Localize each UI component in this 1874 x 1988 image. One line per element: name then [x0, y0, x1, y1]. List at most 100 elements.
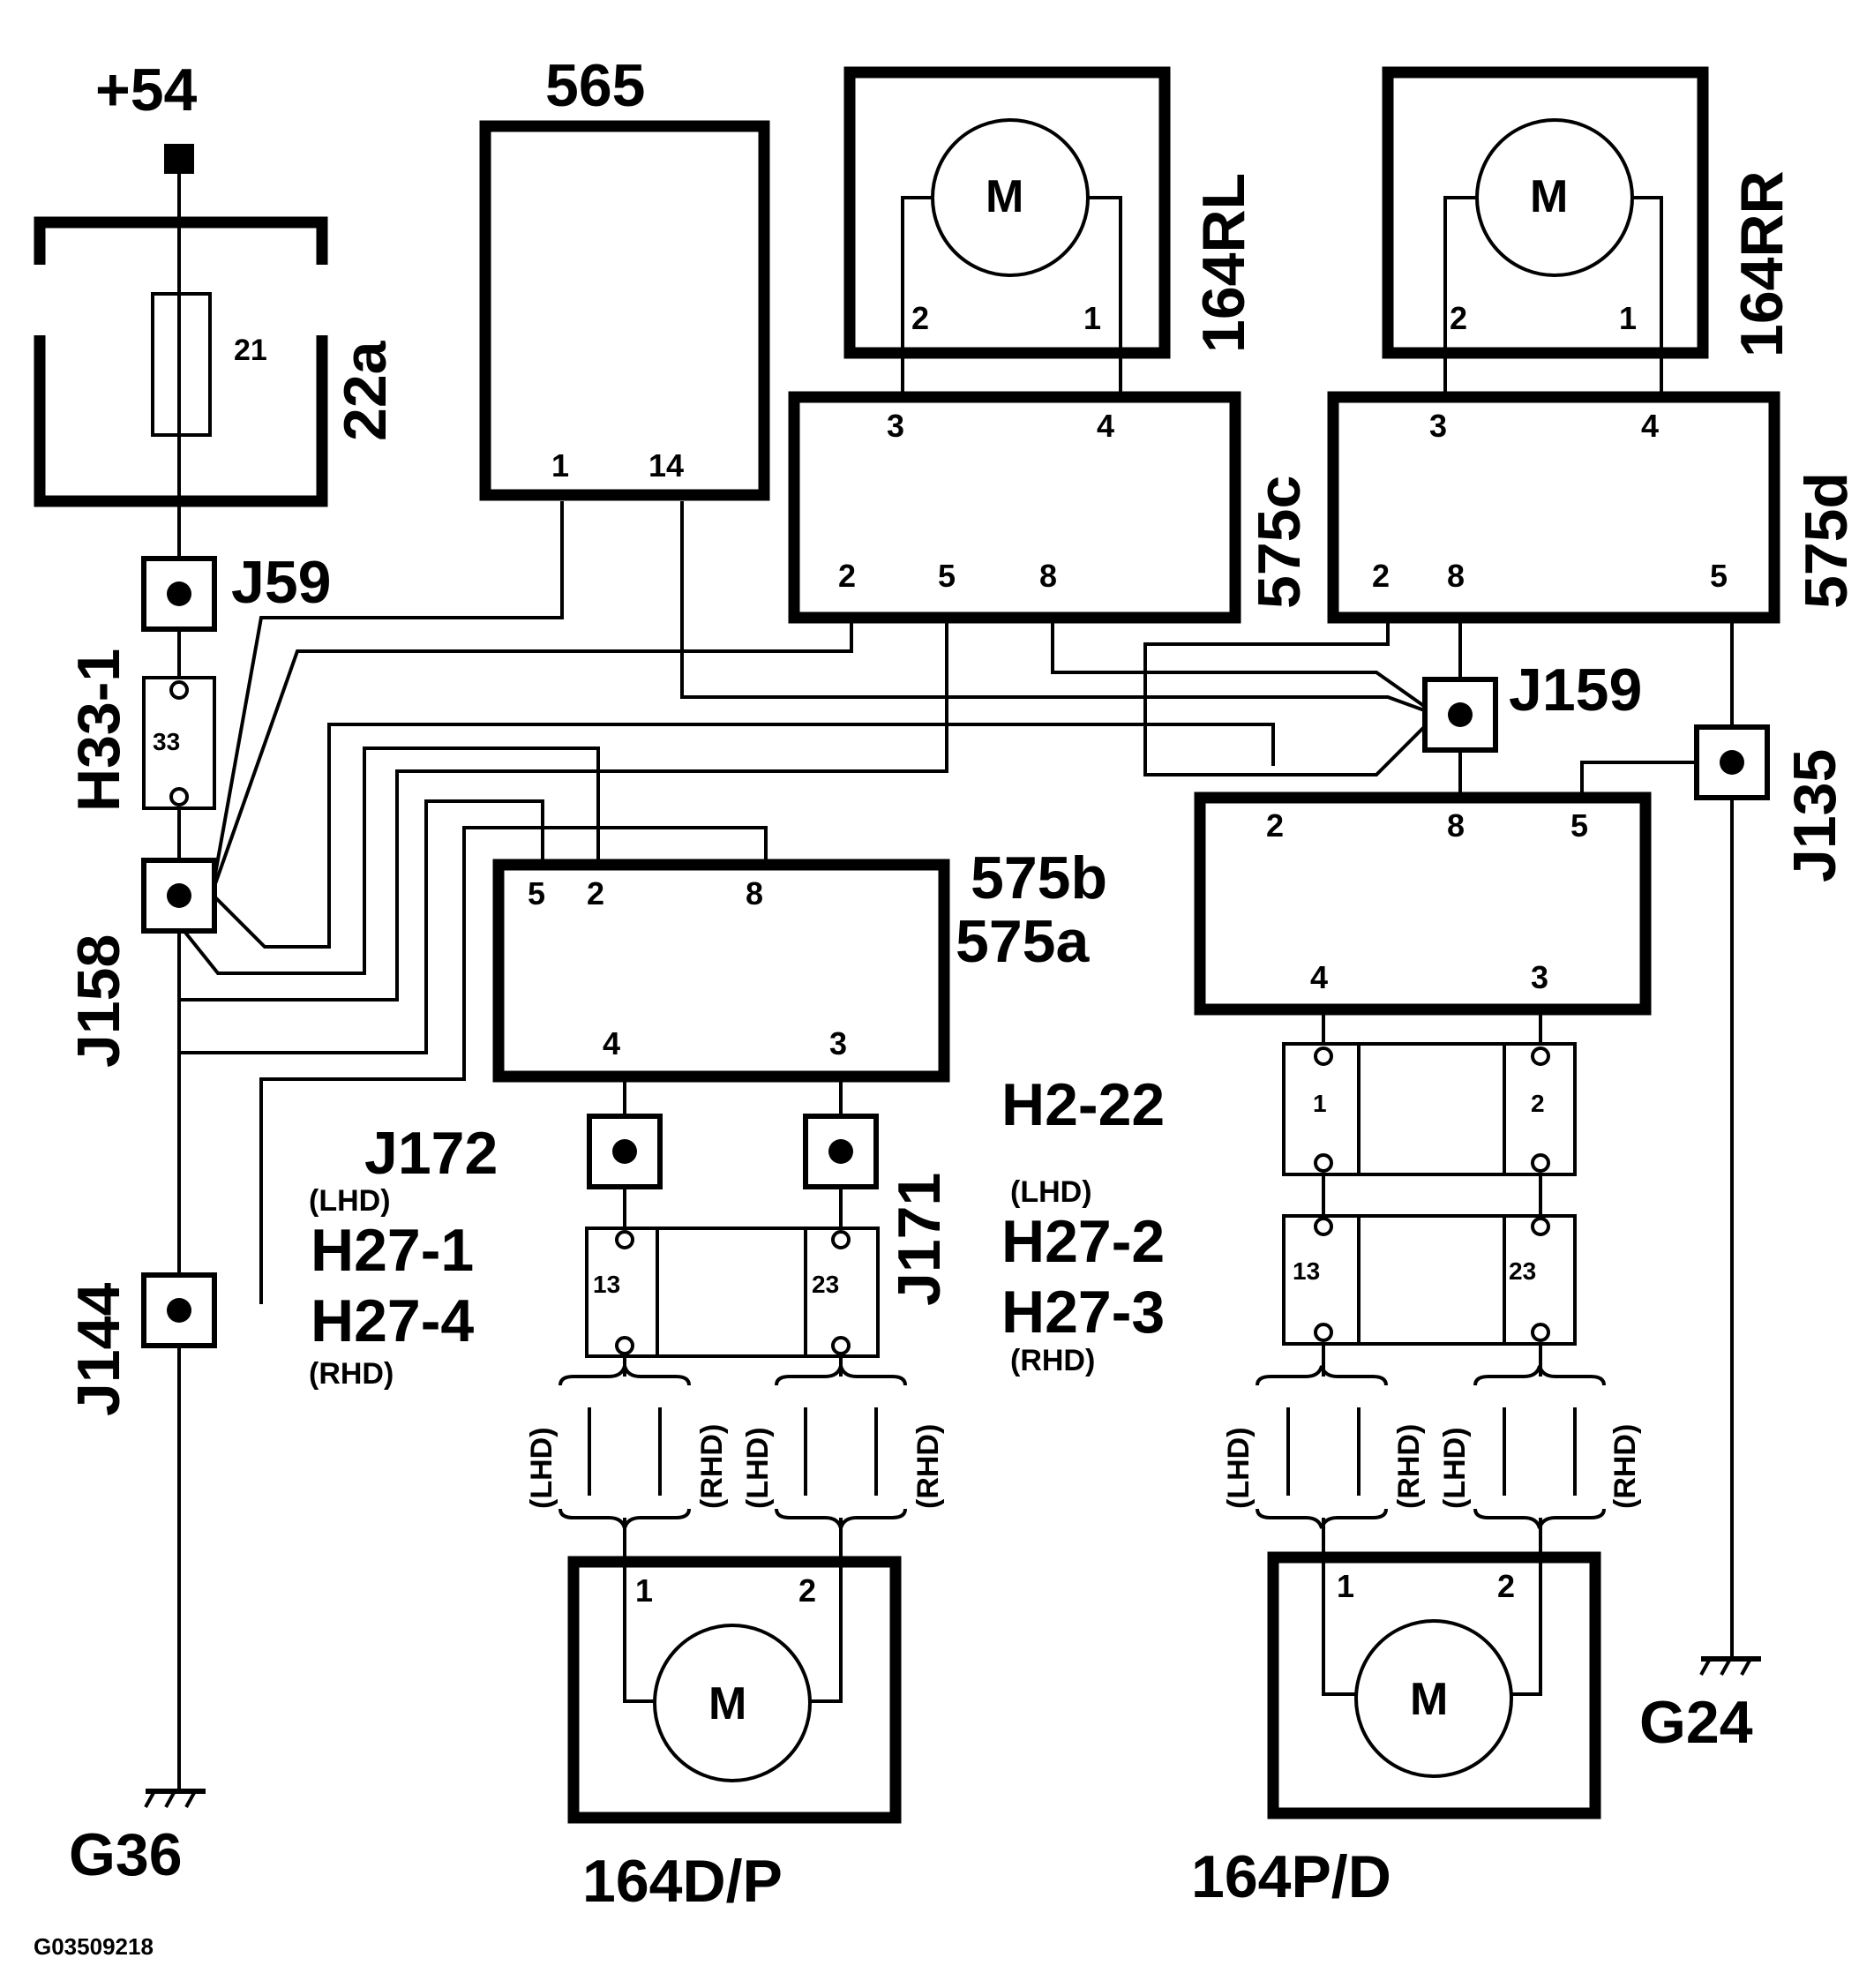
- svg-text:23: 23: [1509, 1257, 1536, 1285]
- svg-text:2: 2: [1372, 558, 1390, 594]
- svg-text:M: M: [1410, 1674, 1448, 1725]
- svg-text:1: 1: [635, 1572, 653, 1609]
- j158-label: J158: [65, 934, 132, 1068]
- motor-164dp-label: 164D/P: [582, 1848, 783, 1915]
- svg-text:5: 5: [938, 558, 956, 594]
- h27-3-label: H27-3: [1001, 1279, 1165, 1346]
- supply-terminal: +54: [95, 56, 198, 174]
- h2-22-label: H2-22: [1001, 1071, 1165, 1138]
- figure-id: G03509218: [34, 1933, 154, 1960]
- motor-164pd-label: 164P/D: [1191, 1843, 1391, 1910]
- svg-text:(RHD): (RHD): [1608, 1424, 1642, 1509]
- svg-text:1: 1: [1337, 1568, 1354, 1604]
- connector-h27-left: 13 23 (LHD) H27-1 H27-4 (RHD): [309, 1184, 880, 1391]
- svg-text:2: 2: [838, 558, 856, 594]
- module-575a-label: 575a: [956, 908, 1090, 975]
- j144-label: J144: [65, 1283, 132, 1416]
- ground-g24-label: G24: [1639, 1689, 1753, 1756]
- motor-164pd: M 1 2 164P/D: [1191, 1551, 1601, 1910]
- svg-text:13: 13: [593, 1271, 620, 1298]
- svg-text:8: 8: [1447, 807, 1465, 844]
- svg-text:2: 2: [1266, 807, 1284, 844]
- module-575d: 3 4 2 8 5 575d: [1327, 391, 1860, 624]
- connector-j144: J144: [65, 1272, 217, 1416]
- svg-text:33: 33: [153, 728, 180, 755]
- module-575b-label: 575b: [971, 844, 1107, 911]
- motor-164rl-label: 164RL: [1190, 173, 1257, 353]
- svg-text:13: 13: [1293, 1257, 1320, 1285]
- ground-g36-label: G36: [69, 1821, 183, 1888]
- module-575b: 2 8 5 4 3 575b: [971, 791, 1652, 1016]
- j172-label: J172: [364, 1120, 498, 1187]
- connector-j135: J135: [1694, 724, 1848, 882]
- j159-label: J159: [1509, 656, 1642, 724]
- svg-text:3: 3: [887, 408, 904, 444]
- j135-label: J135: [1781, 749, 1848, 882]
- connector-j159: J159: [1422, 656, 1642, 753]
- svg-text:(LHD): (LHD): [1010, 1175, 1092, 1209]
- svg-text:2: 2: [1450, 300, 1467, 336]
- j59-label: J59: [231, 549, 331, 616]
- svg-text:(LHD): (LHD): [309, 1184, 391, 1218]
- module-575c: 3 4 2 5 8 575c: [788, 391, 1313, 624]
- svg-text:(RHD): (RHD): [911, 1424, 945, 1509]
- svg-text:3: 3: [829, 1025, 847, 1062]
- svg-text:2: 2: [798, 1572, 816, 1609]
- connector-h27-right: 13 23 (LHD) H27-2 H27-3 (RHD): [1001, 1175, 1577, 1377]
- motor-164rr: M 2 1 164RR: [1382, 66, 1795, 359]
- module-565: 565 1 14: [479, 52, 770, 501]
- h33-1-label: H33-1: [65, 649, 132, 812]
- h27-2-label: H27-2: [1001, 1208, 1165, 1275]
- motor-164dp: M 1 2 164D/P: [567, 1556, 902, 1915]
- h27-4-label: H27-4: [311, 1287, 474, 1354]
- fuse-box-label: 22a: [332, 340, 399, 441]
- svg-text:4: 4: [1641, 408, 1659, 444]
- fuse-number: 21: [234, 334, 267, 367]
- motor-164rl: M 2 1 164RL: [843, 66, 1257, 359]
- svg-text:4: 4: [1310, 959, 1328, 995]
- svg-text:23: 23: [812, 1271, 839, 1298]
- svg-text:(LHD): (LHD): [1222, 1427, 1256, 1509]
- svg-text:1: 1: [1083, 300, 1101, 336]
- svg-text:3: 3: [1531, 959, 1548, 995]
- svg-text:2: 2: [587, 875, 604, 911]
- j171-label: J171: [886, 1173, 953, 1306]
- module-575c-label: 575c: [1246, 476, 1313, 609]
- ground-g36: G36: [69, 1789, 206, 1888]
- harness-variants-left: (LHD) (RHD) (LHD) (RHD): [525, 1365, 945, 1529]
- fuse-box-22a: 21 22a: [34, 216, 399, 507]
- module-575a: 5 2 8 4 3 575a: [492, 859, 1090, 1083]
- svg-text:8: 8: [746, 875, 763, 911]
- svg-text:1: 1: [1313, 1090, 1327, 1117]
- connector-h33-1: 33 H33-1: [65, 649, 216, 812]
- svg-text:8: 8: [1039, 558, 1057, 594]
- svg-text:(LHD): (LHD): [741, 1427, 775, 1509]
- svg-text:(RHD): (RHD): [695, 1424, 729, 1509]
- motor-164rr-label: 164RR: [1728, 170, 1795, 357]
- supply-label: +54: [95, 56, 198, 124]
- h27-1-label: H27-1: [311, 1217, 474, 1284]
- svg-text:4: 4: [1097, 408, 1114, 444]
- harness-variants-right: (LHD) (RHD) (LHD) (RHD): [1222, 1365, 1642, 1529]
- svg-text:M: M: [986, 171, 1023, 222]
- svg-text:(LHD): (LHD): [1438, 1427, 1472, 1509]
- svg-text:(RHD): (RHD): [309, 1357, 394, 1391]
- svg-text:(RHD): (RHD): [1010, 1344, 1095, 1377]
- connector-j172: J172: [364, 1114, 663, 1189]
- svg-text:14: 14: [648, 447, 684, 484]
- svg-text:2: 2: [1531, 1090, 1545, 1117]
- svg-text:2: 2: [911, 300, 929, 336]
- svg-text:5: 5: [1570, 807, 1588, 844]
- connector-j59: J59: [141, 549, 331, 632]
- ground-g24: G24: [1639, 1656, 1761, 1756]
- svg-text:4: 4: [603, 1025, 620, 1062]
- connector-j171: J171: [803, 1114, 953, 1306]
- svg-text:1: 1: [551, 447, 569, 484]
- connector-h2-22: 1 2 H2-22: [1001, 1042, 1577, 1176]
- svg-text:3: 3: [1429, 408, 1447, 444]
- svg-text:1: 1: [1619, 300, 1637, 336]
- svg-text:(RHD): (RHD): [1392, 1424, 1426, 1509]
- svg-text:(LHD): (LHD): [525, 1427, 558, 1509]
- wires: [177, 159, 1734, 1791]
